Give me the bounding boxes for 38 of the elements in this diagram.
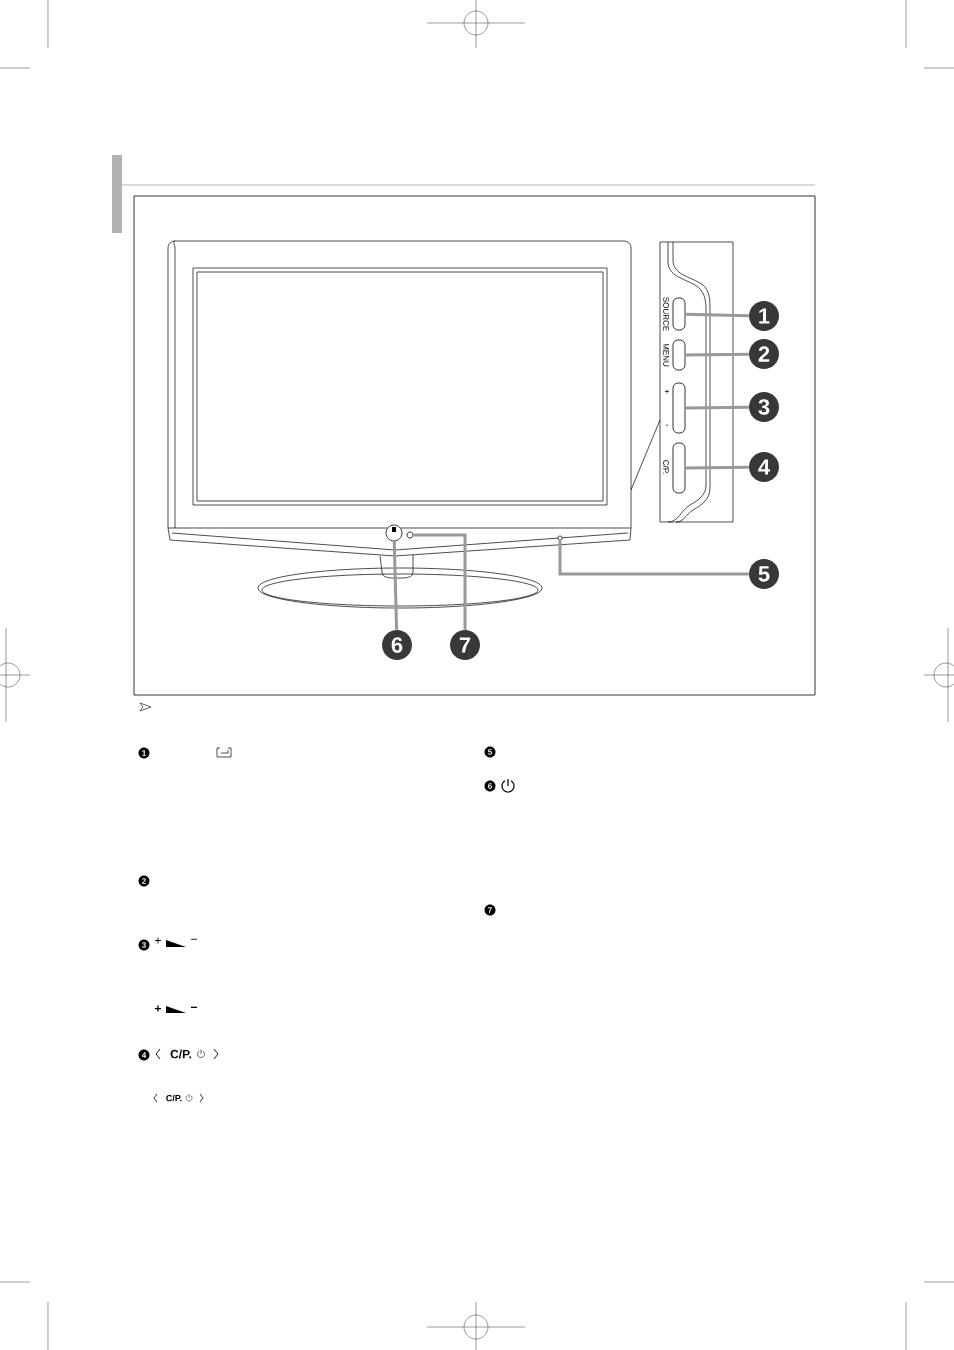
button-label: C/P.	[166, 1094, 182, 1102]
callout-number: 5	[749, 559, 779, 589]
callout-number: 7	[450, 630, 480, 660]
number-badge: 6	[484, 780, 496, 792]
callout-number: 6	[382, 630, 412, 660]
sensor-point	[557, 535, 563, 541]
leader-line	[392, 541, 399, 630]
leader-line	[685, 465, 749, 470]
panel-label: MENU	[663, 343, 669, 367]
leader-line	[685, 312, 749, 318]
button-symbol: −	[191, 938, 197, 940]
panel-label: -	[666, 424, 668, 426]
button	[672, 382, 686, 434]
panel-label: SOURCE	[663, 297, 669, 331]
callout-number: 1	[749, 301, 779, 331]
number-badge: 7	[484, 904, 496, 916]
callout-number: 4	[749, 452, 779, 482]
button	[672, 339, 686, 371]
number-badge: 4	[138, 1049, 150, 1061]
button	[385, 524, 403, 542]
number-badge: 1	[138, 747, 150, 759]
leader-line	[558, 540, 749, 576]
leader-line	[413, 533, 467, 630]
button-symbol: +	[155, 937, 161, 944]
button	[672, 297, 686, 331]
callout-number: 3	[749, 392, 779, 422]
number-badge: 3	[138, 939, 150, 951]
panel-label: +	[665, 389, 669, 394]
button-symbol: −	[191, 1006, 197, 1008]
indicator-light	[406, 531, 414, 539]
number-badge: 2	[138, 875, 150, 887]
button-symbol: +	[155, 1005, 161, 1012]
number-badge: 5	[484, 746, 496, 758]
button	[672, 442, 686, 494]
leader-line	[685, 352, 749, 357]
button-label: C/P.	[170, 1049, 192, 1059]
leader-line	[685, 405, 749, 410]
callout-number: 2	[749, 339, 779, 369]
